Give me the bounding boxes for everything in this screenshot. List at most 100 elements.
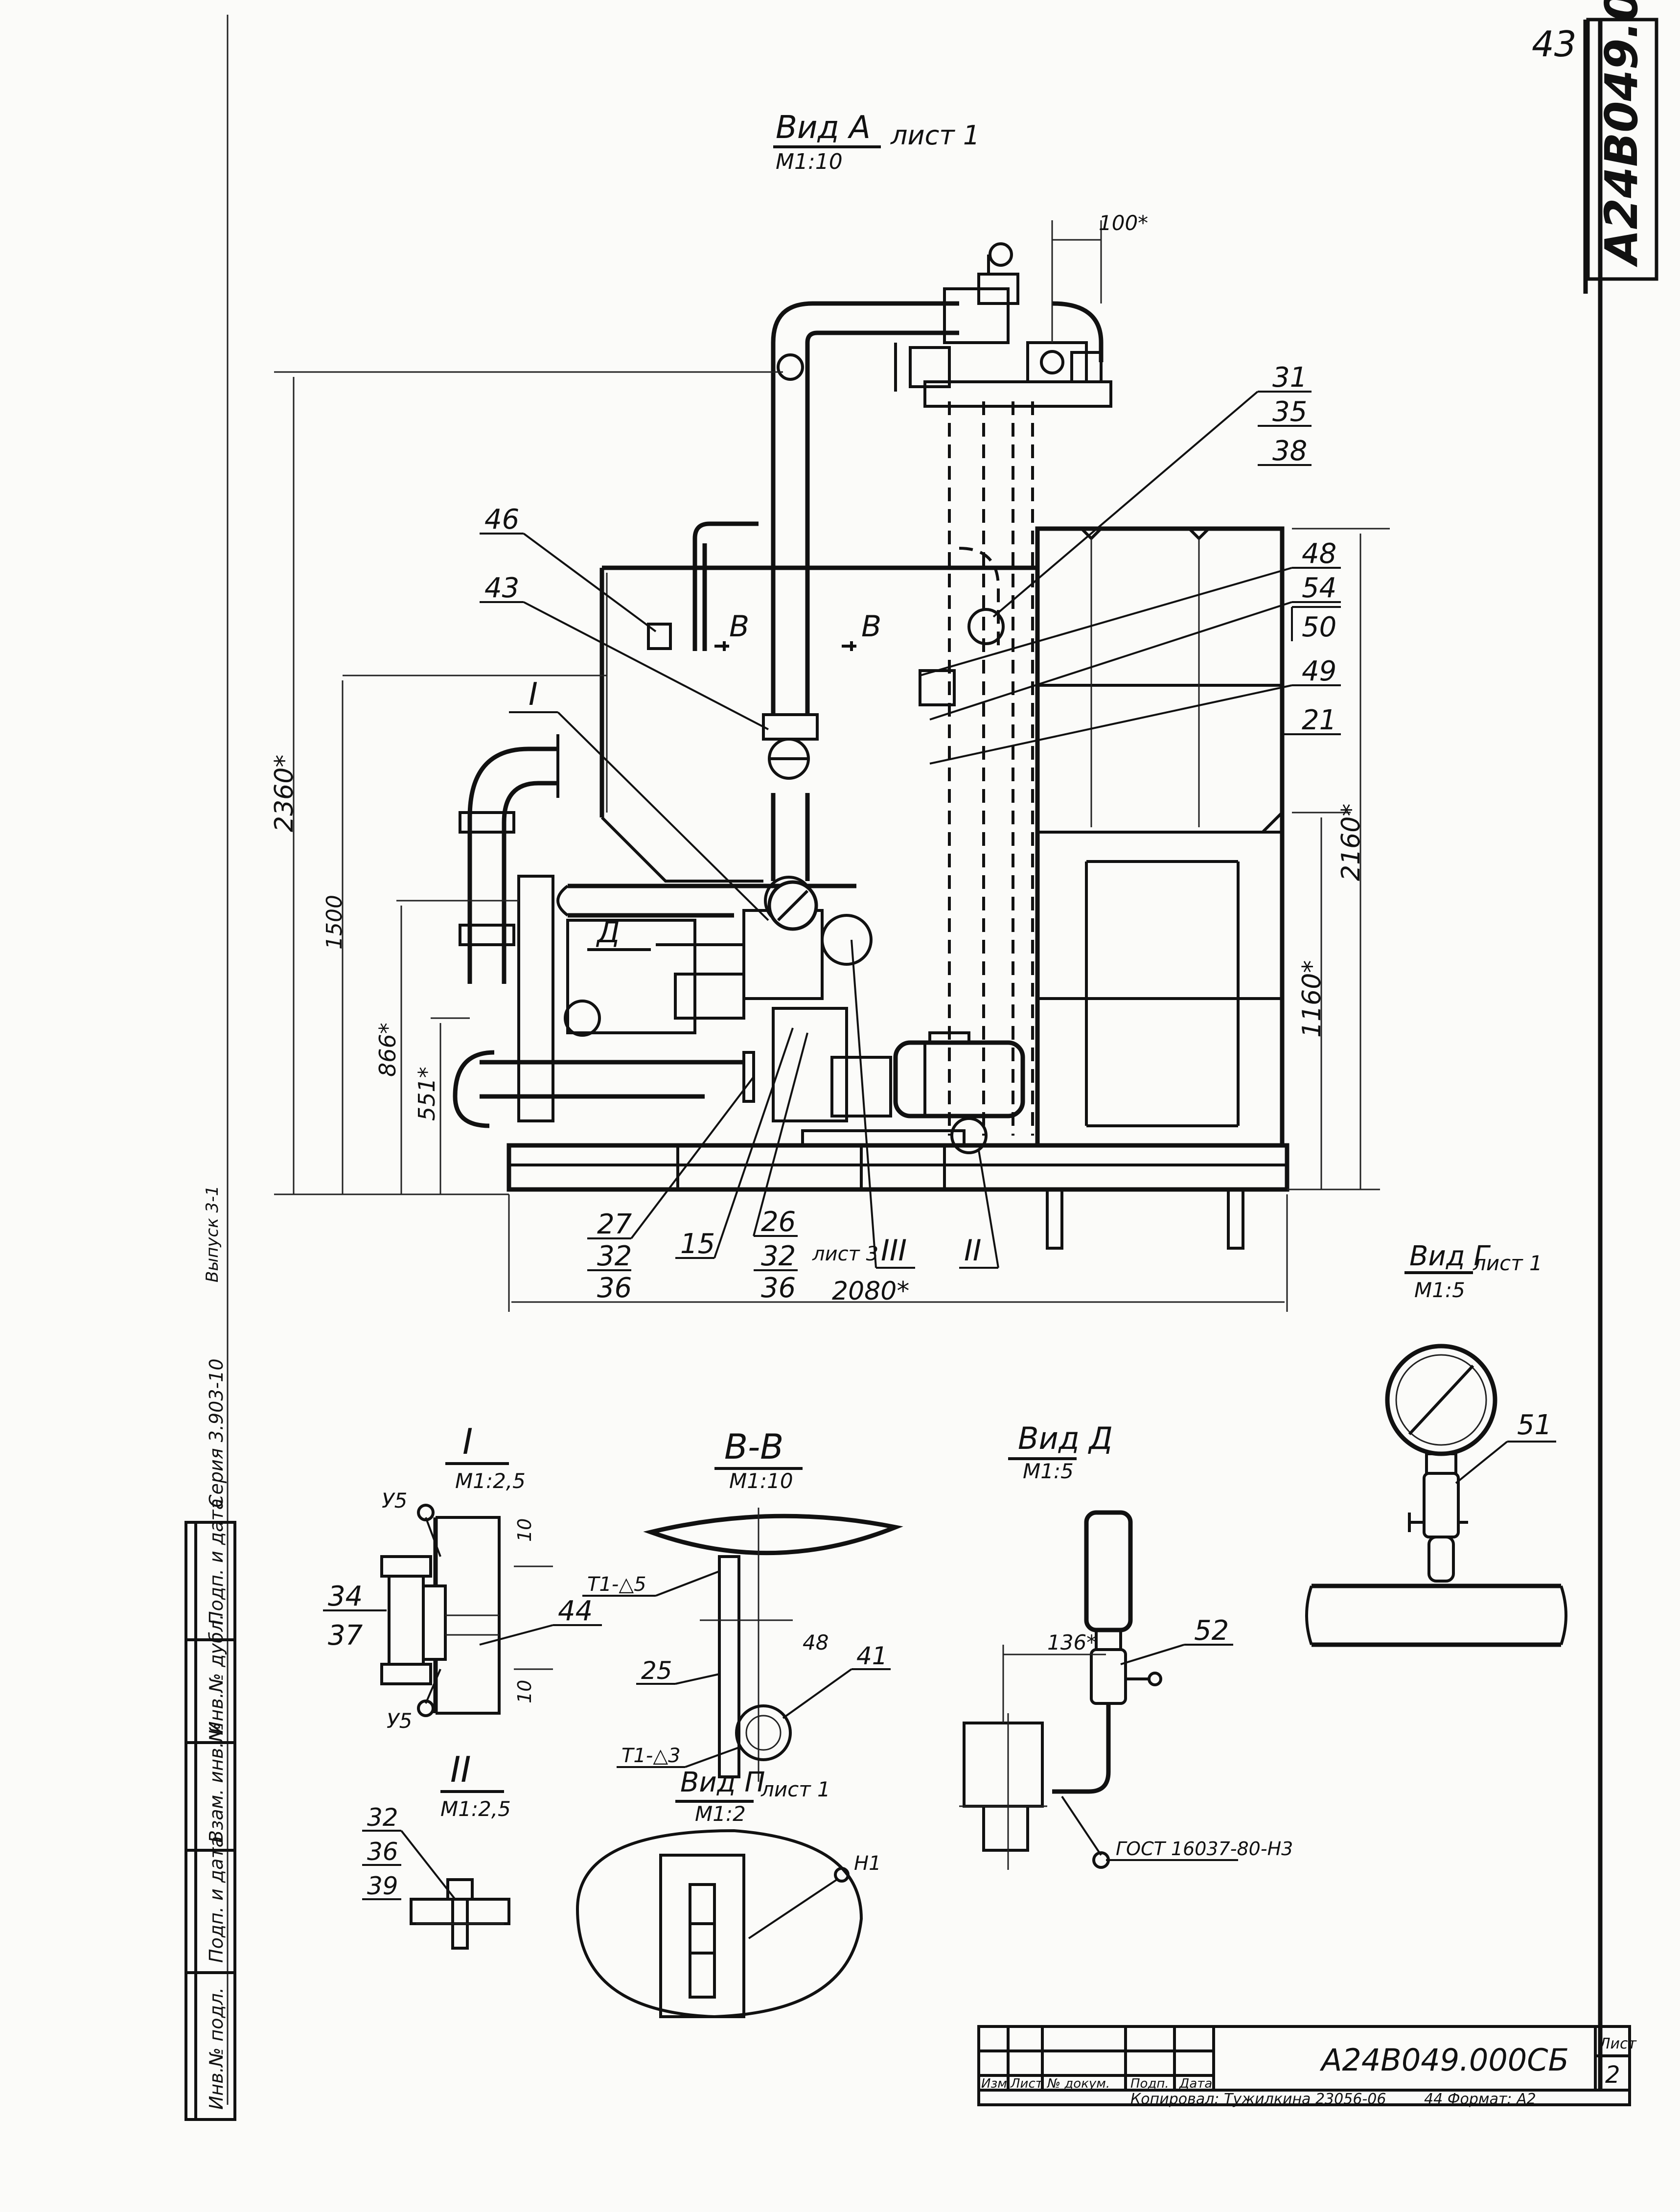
callout-54: 54: [1302, 572, 1336, 604]
callout-46-label: 46: [484, 504, 519, 536]
view-g-title: Вид Г: [1409, 1240, 1491, 1272]
callout-36c: 36: [367, 1838, 398, 1866]
margin-issue: Выпуск 3-1: [203, 1186, 222, 1282]
callout-ii: II: [950, 1117, 999, 1269]
tb-header-list: Лист: [1010, 2076, 1043, 2091]
callout-38: 38: [1272, 435, 1307, 467]
callout-21: 21: [1302, 704, 1336, 736]
callout-weld1: Т1-△5: [587, 1573, 646, 1596]
callout-i-label: I: [529, 676, 538, 713]
main-view-title: Вид А лист 1 М1:10: [773, 110, 980, 174]
page-number: 43: [1532, 23, 1577, 65]
view-g-scale: М1:5: [1414, 1278, 1465, 1302]
view-arrow-d: Д: [596, 915, 620, 950]
tb-header-doc: № докум.: [1046, 2076, 1110, 2091]
view-p-sheet: лист 1: [760, 1777, 830, 1801]
dim-48: 48: [803, 1630, 828, 1654]
tb-doc-number: А24В049.000СБ: [1319, 2042, 1569, 2078]
callout-32a: 32: [597, 1240, 632, 1272]
margin-cell-1: Инв.№ подл.: [206, 1987, 227, 2110]
view-d-scale: М1:5: [1023, 1459, 1074, 1483]
main-view-scale: М1:10: [776, 149, 843, 174]
callout-46: 46: [480, 504, 657, 632]
tb-format: 44 Формат: А2: [1424, 2091, 1536, 2108]
margin-series: Серия 3.903-10: [206, 1358, 227, 1508]
callout-31-35-38: 31 35 38: [992, 362, 1312, 618]
detail-ii-scale: М1:2,5: [440, 1797, 511, 1821]
callout-49: 49: [1302, 655, 1336, 687]
tb-header-sign: Подп.: [1130, 2076, 1169, 2091]
callout-36a: 36: [597, 1272, 632, 1304]
callout-gost: ГОСТ 16037-80-Н3: [1116, 1838, 1293, 1860]
view-p-scale: М1:2: [695, 1802, 746, 1826]
main-view-drawing: [274, 220, 1390, 1312]
callout-32c: 32: [367, 1803, 398, 1832]
callout-39: 39: [367, 1872, 398, 1900]
dim-866: 866*: [374, 1023, 401, 1077]
tb-sheet-label: Лист: [1599, 2035, 1637, 2052]
callout-15-label: 15: [680, 1228, 715, 1260]
margin-cell-3: Взам. инв.№: [206, 1723, 227, 1843]
callout-37: 37: [328, 1620, 363, 1652]
callout-26: 26: [761, 1206, 796, 1238]
callout-iii-label: III: [881, 1234, 907, 1268]
dim-10a: 10: [514, 1518, 535, 1542]
section-mark-b-left: В: [729, 609, 749, 644]
view-d-title: Вид Д: [1018, 1420, 1113, 1456]
callout-y5a: У5: [382, 1489, 407, 1513]
detail-i: I М1:2,5 10 10 У5 У5 34 37 44: [323, 1421, 602, 1733]
callout-26-32-36: 26 32 36: [753, 1032, 808, 1304]
callout-32b: 32: [761, 1240, 796, 1272]
callout-15: 15: [675, 1027, 794, 1260]
title-block: Изм Лист № докум. Подп. Дата А24В049.000…: [977, 2025, 1637, 2108]
callout-31: 31: [1272, 362, 1307, 394]
margin-cell-2: Подп. и дата: [206, 1836, 227, 1963]
tb-header-izm: Изм: [981, 2076, 1007, 2091]
callout-detail-i: I: [509, 676, 769, 921]
margin-cell-4: Инв.№ дубл.: [206, 1614, 227, 1735]
callout-27: 27: [597, 1209, 632, 1240]
section-vv-title: В-В: [724, 1427, 783, 1467]
callout-iii: лист 3 III: [812, 914, 915, 1269]
tb-header-date: Дата: [1179, 2076, 1212, 2091]
margin-cell-5: Подп. и дата: [206, 1498, 227, 1625]
tb-copied-by: Копировал: Тужилкина 23056-06: [1130, 2091, 1386, 2108]
view-p: Вид П лист 1 М1:2 Н1: [575, 1767, 881, 2019]
callout-ii-label: II: [964, 1234, 981, 1268]
callout-34: 34: [328, 1581, 363, 1612]
callout-52: 52: [1194, 1615, 1229, 1647]
callout-list3: лист 3: [812, 1243, 878, 1265]
callout-h1: Н1: [854, 1852, 881, 1875]
dim-136: 136*: [1047, 1630, 1097, 1654]
callout-48: 48: [1302, 538, 1336, 570]
sheet-frame: [227, 15, 1603, 2105]
dim-551: 551*: [414, 1067, 440, 1121]
callout-36b: 36: [761, 1272, 796, 1304]
dim-100: 100*: [1099, 211, 1148, 235]
callout-25: 25: [641, 1656, 672, 1685]
view-g: Вид Г лист 1 М1:5 51: [1305, 1240, 1567, 1647]
side-stamp-text: А24В049.000СБ: [1595, 0, 1648, 267]
callout-43-label: 43: [484, 572, 519, 604]
callout-44: 44: [558, 1595, 593, 1627]
callout-41: 41: [856, 1642, 888, 1670]
left-margin-strip: Подп. и дата Инв.№ дубл. Взам. инв.№ Под…: [184, 1186, 236, 2121]
callout-48-54-50-49-21: 48 54 50 49 21: [920, 538, 1341, 765]
view-p-title: Вид П: [680, 1767, 765, 1798]
dim-10b: 10: [514, 1680, 535, 1703]
detail-ii: II М1:2,5 32 36 39: [362, 1749, 511, 1950]
detail-i-scale: М1:2,5: [455, 1469, 526, 1493]
dim-1160: 1160*: [1297, 960, 1327, 1038]
dim-2160: 2160*: [1336, 804, 1366, 881]
dim-2360: 2360*: [270, 755, 299, 832]
detail-ii-title: II: [450, 1749, 471, 1790]
main-view-sheet: лист 1: [890, 120, 980, 151]
callout-27-32-36: 27 32 36: [587, 1076, 755, 1304]
callout-51: 51: [1517, 1409, 1552, 1441]
section-mark-b-right: В: [861, 609, 881, 644]
view-d: Вид Д М1:5 136* 52 ГОСТ 16037-80-Н3: [959, 1420, 1293, 1870]
detail-i-title: I: [462, 1421, 473, 1462]
dim-2080: 2080*: [832, 1277, 909, 1306]
